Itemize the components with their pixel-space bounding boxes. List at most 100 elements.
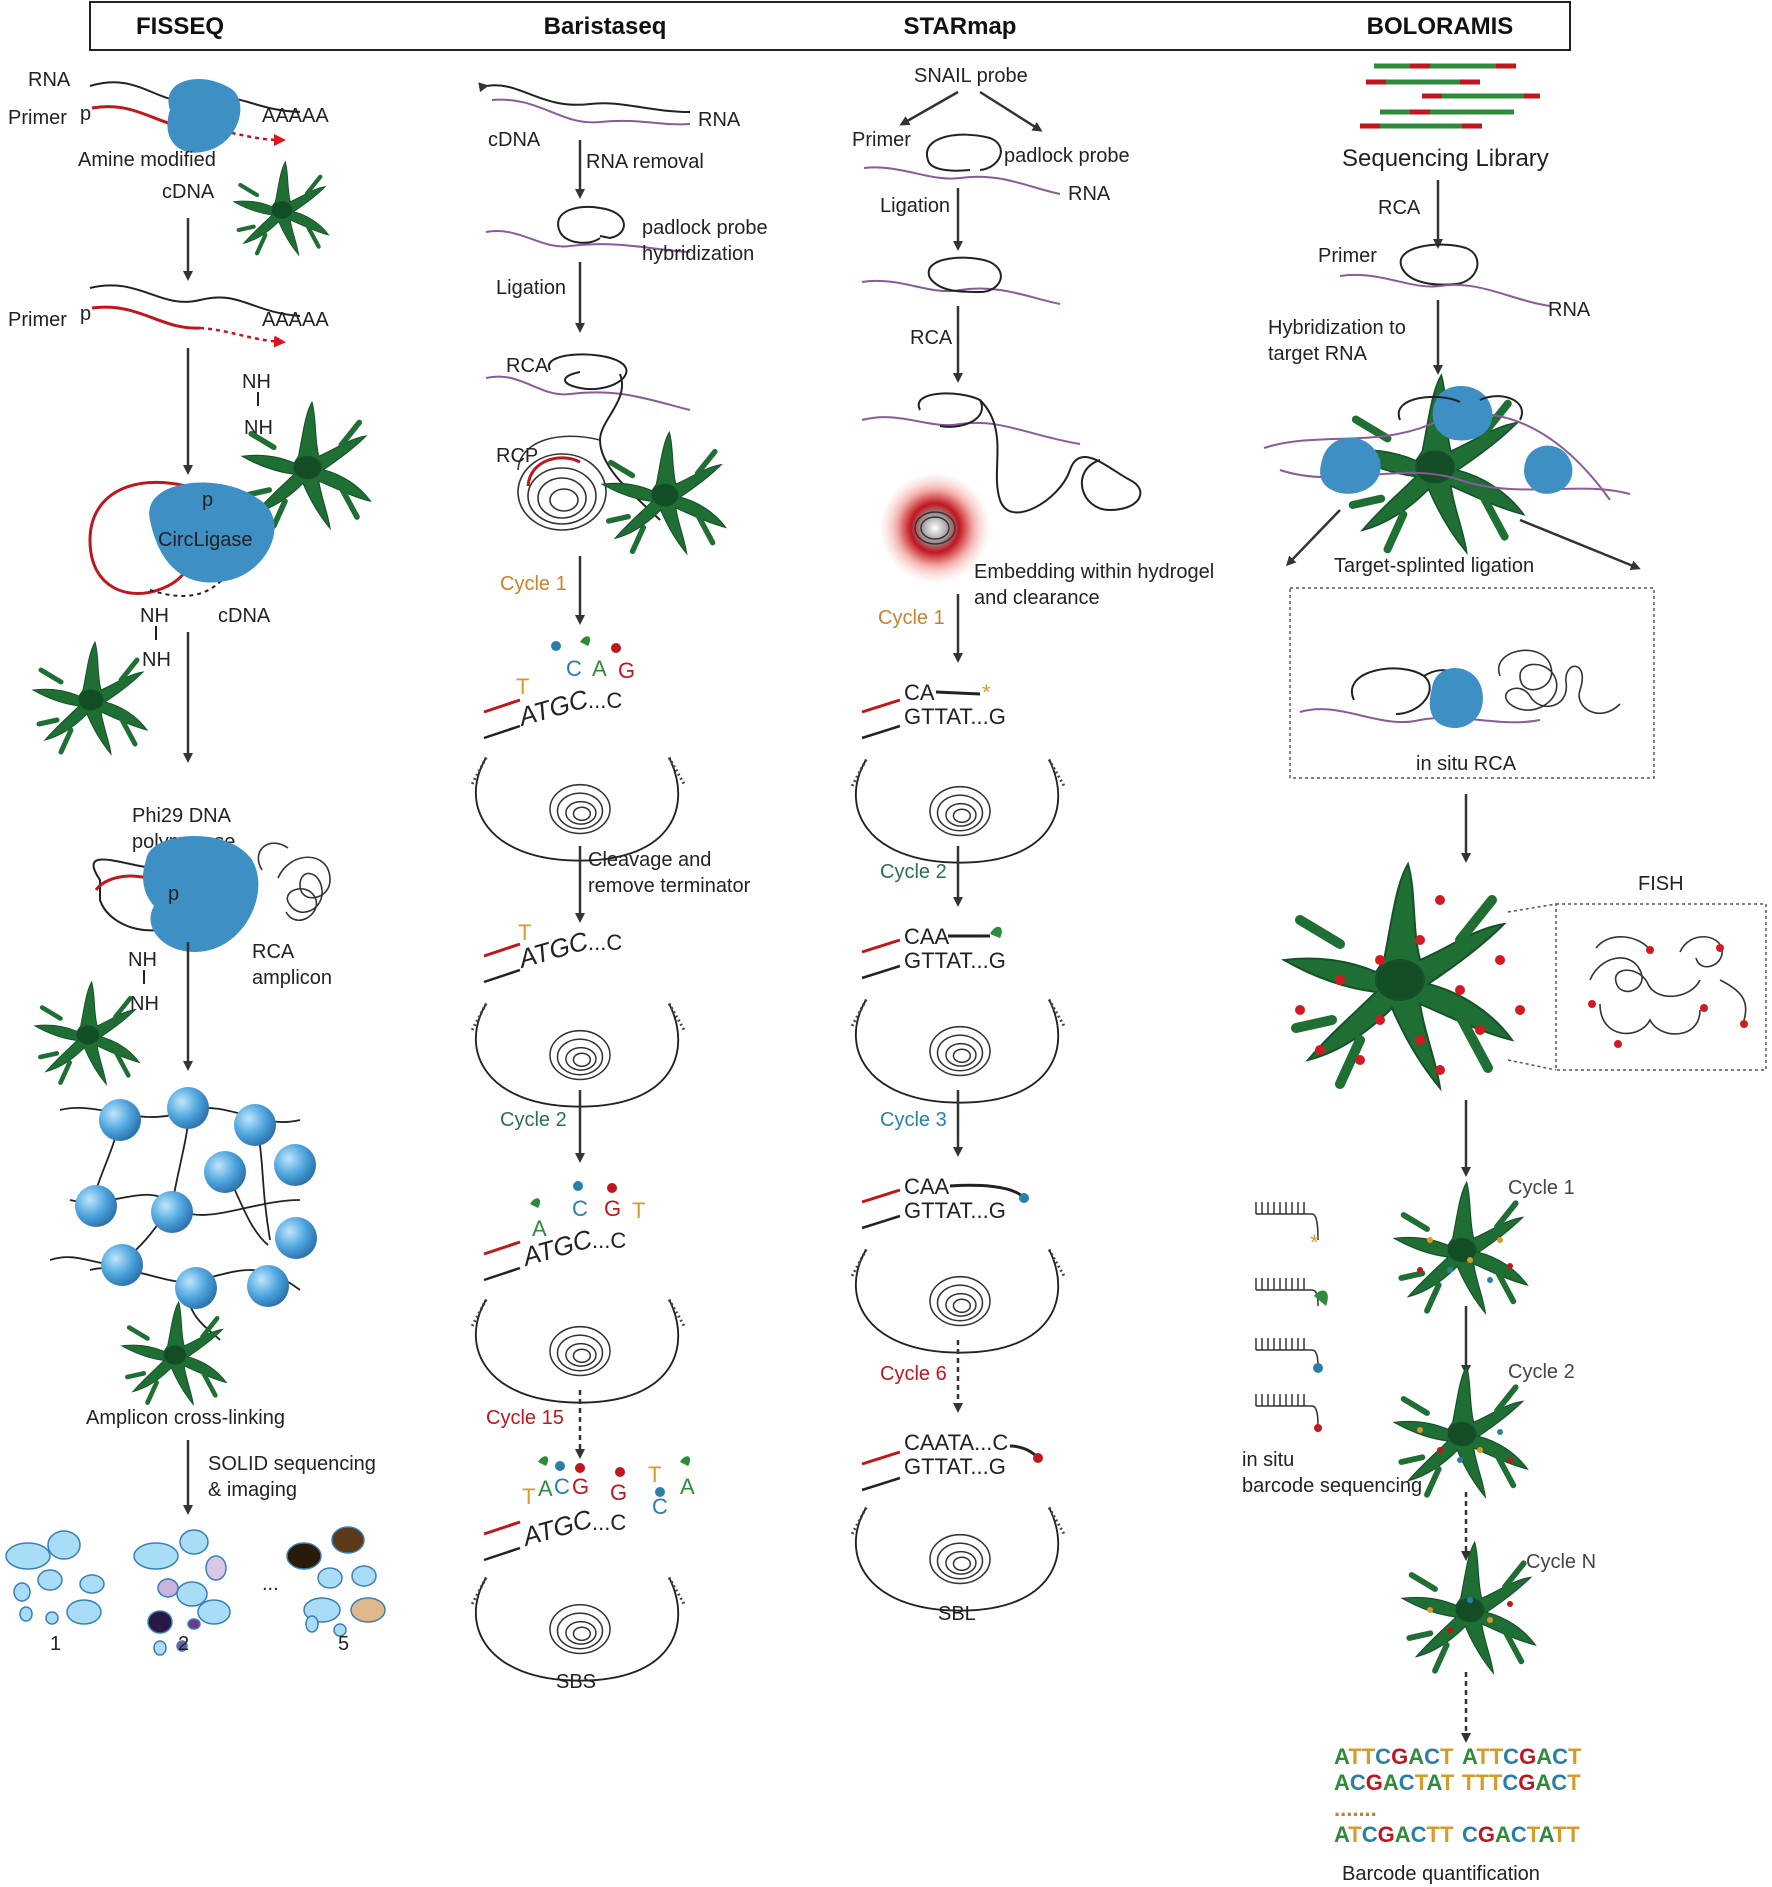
rna-removal-label: RNA removal	[586, 151, 704, 173]
header-boloramis: BOLORAMIS	[1367, 13, 1514, 40]
barcode-list: ATTCGACT ATTCGACT ACGACTAT TTTCGACT ....…	[1334, 1744, 1582, 1847]
fisseq-nh-4: NH	[142, 649, 171, 671]
header-box	[89, 1, 1571, 51]
cycle1-cell-icon	[1394, 1182, 1527, 1313]
cell-icon	[35, 982, 140, 1085]
boloramis-primer-label: Primer	[1318, 245, 1377, 267]
fish-inset-box	[1555, 903, 1767, 1071]
fisseq-nh-1: NH	[242, 371, 271, 393]
hybridization-label-1: Hybridization to	[1268, 317, 1406, 339]
base-g: G	[618, 658, 635, 683]
enzyme-3	[1524, 445, 1573, 494]
boloramis-cyclen-label: Cycle N	[1526, 1551, 1596, 1573]
enzyme-2	[1432, 386, 1493, 441]
spot-cycle-2: 2	[178, 1633, 189, 1655]
barcode-seq-label-2: barcode sequencing	[1242, 1475, 1422, 1497]
insitu-rca-label: in situ RCA	[1416, 753, 1517, 775]
barcode-seq-label-1: in situ	[1242, 1449, 1294, 1471]
star-terminator-icon: *	[982, 680, 991, 705]
baristaseq-cdna-label: cDNA	[488, 129, 541, 151]
baristaseq-dotsc-2: ...C	[588, 930, 622, 955]
baristaseq-dotsc-3: ...C	[592, 1228, 626, 1253]
cell-icon	[33, 642, 147, 754]
baristaseq-cycle2-block: A C G T ATGC ...C	[469, 1181, 687, 1405]
probe-star-icon: *	[1310, 1230, 1319, 1255]
spot-cycle-1: 1	[50, 1633, 61, 1655]
insitu-rca-box	[1289, 587, 1655, 779]
starmap-cycle6-block: CAATA...C GTTAT...G	[849, 1430, 1067, 1613]
starmap-rna-label: RNA	[1068, 183, 1111, 205]
fisseq-nh-5: NH	[128, 949, 157, 971]
starmap-seq-bottom-2: GTTAT...G	[904, 948, 1006, 973]
embed-label-1: Embedding within hydrogel	[974, 561, 1214, 583]
baristaseq-dotsc-4: ...C	[592, 1510, 626, 1535]
boloramis-column: Sequencing Library RCA Primer RNA Hybrid…	[1242, 63, 1767, 1885]
imaging-spots	[5, 1526, 386, 1656]
starmap-padlock-label: padlock probe	[1004, 145, 1130, 167]
fisseq-cdna-label-1: cDNA	[162, 181, 215, 203]
fisseq-nh-3: NH	[140, 605, 169, 627]
hydrogel-glow	[881, 474, 989, 582]
starmap-ligation-label: Ligation	[880, 195, 950, 217]
base-g: G	[610, 1480, 627, 1505]
starmap-cycle1-block: CA * GTTAT...G	[849, 680, 1067, 865]
fisseq-primer-label-1: Primer	[8, 107, 67, 129]
snail-probe-label: SNAIL probe	[914, 65, 1028, 87]
starmap-seq-c1: CA	[904, 680, 935, 705]
starmap-seq-bottom-3: GTTAT...G	[904, 1198, 1006, 1223]
baristaseq-atgc-3: ATGC	[517, 1223, 595, 1272]
cleavage-label-2: remove terminator	[588, 875, 751, 897]
sbl-label: SBL	[938, 1603, 976, 1625]
starmap-column: SNAIL probe Primer padlock probe RNA Lig…	[849, 65, 1214, 1625]
fisseq-polya-1: AAAAA	[262, 105, 329, 127]
fisseq-rna-label: RNA	[28, 69, 71, 91]
starmap-seq-c6: CAATA...C	[904, 1430, 1008, 1455]
reverse-transcriptase-enzyme	[167, 79, 241, 153]
barcode-quant-label: Barcode quantification	[1342, 1863, 1540, 1885]
barcode-3-1: ATCGACTT	[1334, 1822, 1454, 1847]
starmap-seq-c3: CAA	[904, 1174, 950, 1199]
padlock-label-2: hybridization	[642, 243, 754, 265]
cell-icon	[122, 1302, 227, 1405]
base-t: T	[518, 920, 531, 945]
solid-label-2: & imaging	[208, 1479, 297, 1501]
baristaseq-rna-label: RNA	[698, 109, 741, 131]
circligase-label: CircLigase	[158, 529, 252, 551]
enzyme-1	[1320, 437, 1381, 494]
probe-blue-icon	[1313, 1363, 1323, 1373]
base-a: A	[592, 656, 607, 681]
hybridization-label-2: target RNA	[1268, 343, 1368, 365]
base-t: T	[516, 674, 529, 699]
base-t: T	[632, 1198, 645, 1223]
barcode-probes	[1255, 1202, 1319, 1427]
rca-amplicon-coil	[257, 842, 331, 922]
barcode-1-1: ATTCGACT	[1334, 1744, 1454, 1769]
splinted-ligation-label: Target-splinted ligation	[1334, 555, 1534, 577]
circligase-enzyme	[149, 482, 275, 583]
insitu-rca-coil	[1497, 649, 1621, 715]
padlock-label-1: padlock probe	[642, 217, 768, 239]
cell-icon	[234, 162, 329, 255]
barcode-3-2: CGACTATT	[1462, 1822, 1580, 1847]
barcode-2-2: TTTCGACT	[1462, 1770, 1581, 1795]
sequencing-library-label: Sequencing Library	[1342, 145, 1549, 172]
spots-ellipsis: ...	[262, 1573, 279, 1595]
fisseq-p-2: p	[80, 303, 91, 325]
baristaseq-atgc-4: ATGC	[517, 1503, 595, 1552]
starmap-cycle1-label: Cycle 1	[878, 607, 945, 629]
base-c: C	[652, 1494, 668, 1519]
probe-red-icon	[1314, 1424, 1322, 1432]
starmap-cycle3-label: Cycle 3	[880, 1109, 947, 1131]
baristaseq-cycle15-label: Cycle 15	[486, 1407, 564, 1429]
fisseq-column: RNA Primer p AAAAA Amine modified cDNA P…	[5, 69, 386, 1656]
boloramis-cycle2-label: Cycle 2	[1508, 1361, 1575, 1383]
baristaseq-cycle15-block: T A C G G T C A ATGC ...C	[469, 1456, 695, 1683]
base-a: A	[538, 1476, 553, 1501]
fisseq-cdna-label-2: cDNA	[218, 605, 271, 627]
base-g: G	[604, 1196, 621, 1221]
starmap-seq-c2: CAA	[904, 924, 950, 949]
baristaseq-ligation-label: Ligation	[496, 277, 566, 299]
cyclen-cell-icon	[1402, 1542, 1535, 1673]
baristaseq-cycle2-label: Cycle 2	[500, 1109, 567, 1131]
